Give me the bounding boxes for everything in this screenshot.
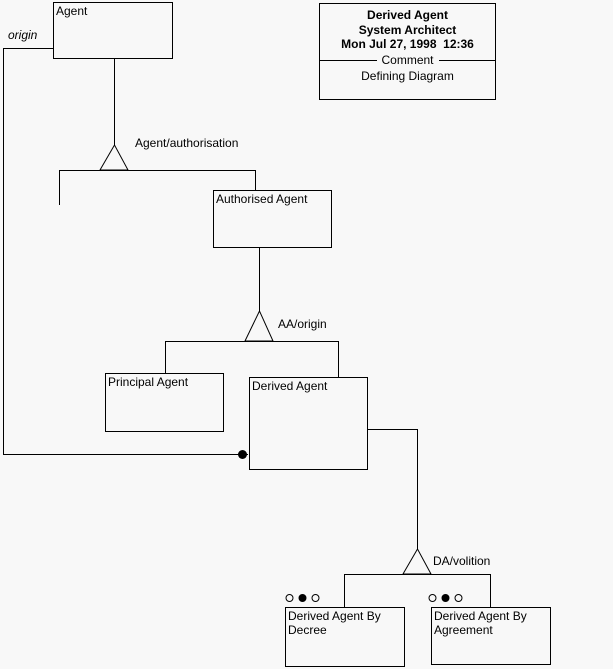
diagram-timestamp: Mon Jul 27, 1998 12:36 (341, 37, 474, 51)
separator-rule-right (438, 59, 496, 61)
agent-authorisation-triangle-icon[interactable] (99, 143, 129, 171)
edge-label-agent-authorisation: Agent/authorisation (135, 136, 239, 150)
origin-edge (3, 48, 248, 455)
comment-separator: Comment (320, 52, 496, 67)
node-authorised-agent[interactable]: Authorised Agent (213, 190, 332, 248)
node-derived-agent-by-agreement[interactable]: Derived Agent By Agreement (431, 607, 551, 665)
agent-authorisation-edges (59, 59, 256, 205)
da-volition-triangle-icon[interactable] (402, 547, 432, 575)
node-derived-agent-by-agreement-label: Derived Agent By Agreement (434, 609, 527, 637)
origin-dot-icon (238, 450, 247, 459)
node-agent[interactable]: Agent (53, 2, 173, 59)
diagram-title-block[interactable]: Derived Agent System Architect Mon Jul 2… (319, 3, 496, 100)
decree-indicator-icons (285, 594, 320, 602)
node-principal-agent[interactable]: Principal Agent (105, 373, 224, 432)
edge-label-aa-origin: AA/origin (278, 317, 327, 331)
diagram-comment: Defining Diagram (361, 68, 454, 83)
edge-label-da-volition: DA/volition (433, 554, 491, 568)
node-derived-agent-label: Derived Agent (252, 379, 328, 393)
aa-origin-triangle-icon[interactable] (244, 309, 274, 342)
edge-label-origin: origin (8, 28, 38, 42)
node-derived-agent-by-decree-label: Derived Agent By Decree (288, 609, 381, 637)
node-principal-agent-label: Principal Agent (108, 375, 189, 389)
node-derived-agent[interactable]: Derived Agent (249, 377, 368, 470)
aa-origin-edges (165, 248, 339, 377)
separator-rule-left (320, 59, 377, 61)
comment-separator-label: Comment (381, 52, 434, 67)
node-authorised-agent-label: Authorised Agent (216, 192, 308, 206)
node-agent-label: Agent (56, 4, 88, 18)
diagram-title: Derived Agent (367, 8, 448, 22)
tool-name: System Architect (358, 22, 457, 37)
node-derived-agent-by-decree[interactable]: Derived Agent By Decree (285, 607, 405, 667)
agreement-indicator-icons (428, 594, 463, 602)
